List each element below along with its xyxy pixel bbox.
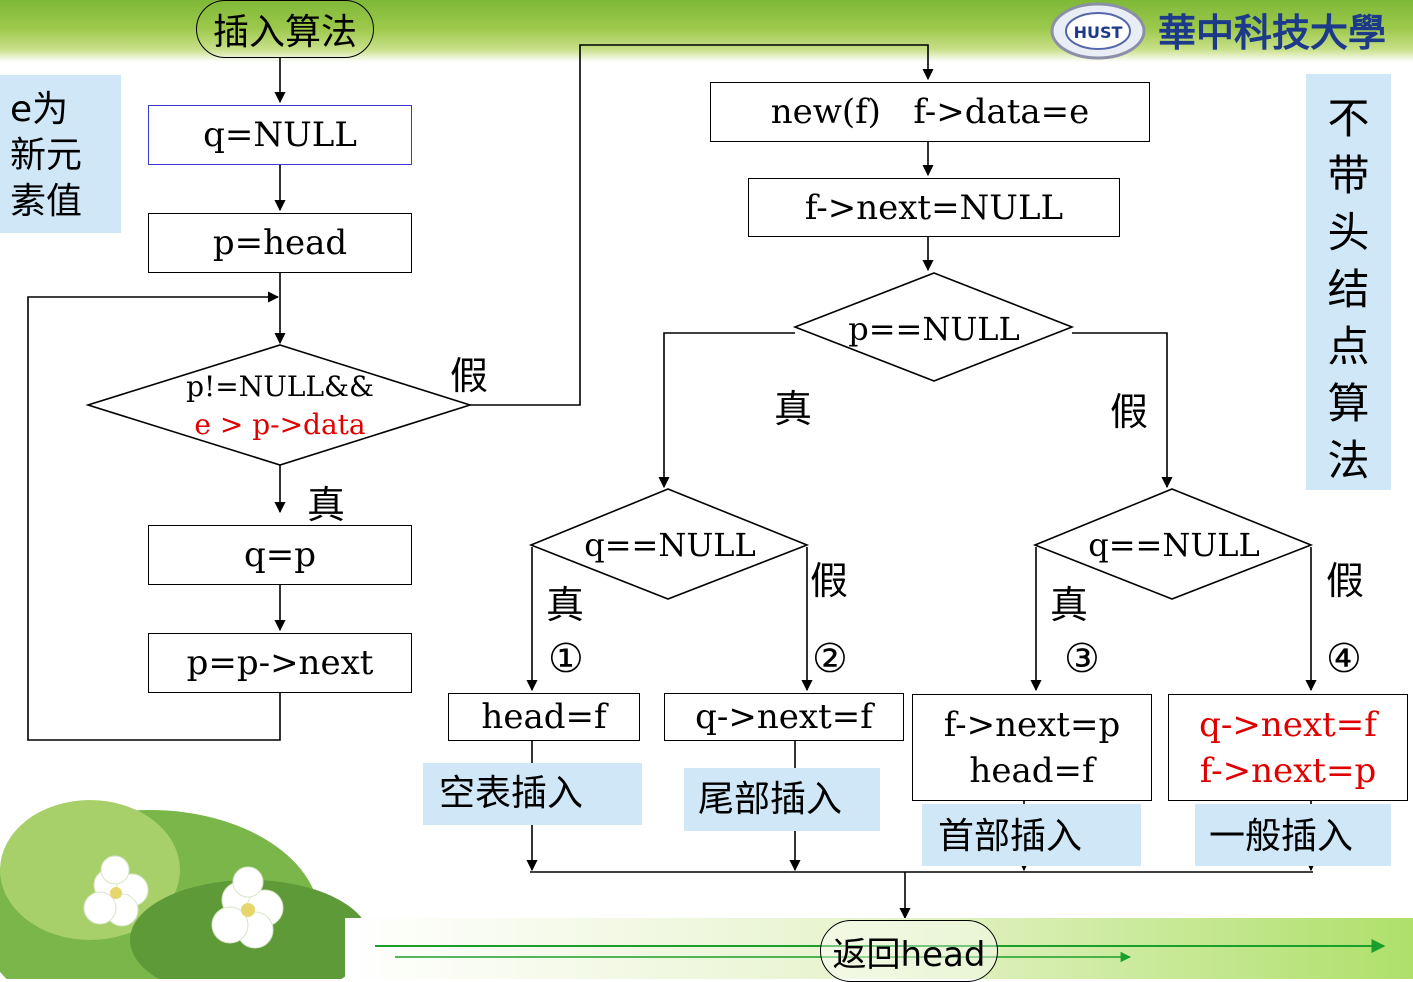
case-2-caption: 尾部插入 xyxy=(684,768,880,831)
loop-false-label: 假 xyxy=(450,354,489,398)
case-3-line: f->next=p xyxy=(943,704,1121,745)
loop-condition-line1: p!=NULL&& xyxy=(186,370,374,403)
loop-true-label: 真 xyxy=(307,483,346,527)
box-p-next-text: p=p->next xyxy=(186,643,374,683)
case-2-line: q->next=f xyxy=(695,697,873,737)
grass-banner xyxy=(0,0,1413,62)
case-4-line: f->next=p xyxy=(1199,750,1377,791)
return-label: 返回head xyxy=(832,934,986,975)
left-note-line: 新元 xyxy=(10,135,83,176)
right-note-char: 不 xyxy=(1327,94,1370,143)
q-left-false-label: 假 xyxy=(810,559,849,603)
box-p-head-text: p=head xyxy=(212,223,348,263)
box-p-head: p=head xyxy=(148,213,412,273)
loop-condition-line2: e > p->data xyxy=(194,408,366,441)
cond-q-null-right-text: q==NULL xyxy=(1088,526,1260,564)
box-q-p-text: q=p xyxy=(243,535,317,575)
right-note-char: 头 xyxy=(1327,208,1370,257)
q-left-true-label: 真 xyxy=(546,583,585,627)
decision-q-null-right-diamond xyxy=(1032,488,1314,600)
case-3-line: head=f xyxy=(969,750,1095,791)
box-new-f-text: new(f) f->data=e xyxy=(770,92,1090,132)
title-pill: 插入算法 xyxy=(196,0,374,58)
box-p-next: p=p->next xyxy=(148,633,412,693)
cond-p-null-text: p==NULL xyxy=(848,310,1020,348)
p-null-true-label: 真 xyxy=(774,387,813,431)
page-title: 插入算法 xyxy=(212,12,357,53)
left-note-line: 素值 xyxy=(10,181,83,222)
return-pill: 返回head xyxy=(820,920,998,982)
university-logo: HUST 華中科技大學 xyxy=(1050,2,1386,60)
case-number-2: ② xyxy=(812,636,848,682)
case-4-caption: 一般插入 xyxy=(1195,804,1391,866)
right-note-char: 结 xyxy=(1327,265,1370,314)
case-4-box: q->next=f f->next=p xyxy=(1168,694,1408,801)
case-3-box: f->next=p head=f xyxy=(912,694,1152,801)
decision-p-null-diamond xyxy=(792,272,1075,382)
decision-loop-diamond xyxy=(85,344,473,466)
right-note-char: 法 xyxy=(1327,436,1370,485)
case-2-box: q->next=f xyxy=(664,693,904,741)
right-note: 不 带 头 结 点 算 法 xyxy=(1306,74,1391,490)
svg-text:HUST: HUST xyxy=(1074,23,1123,42)
box-q-p: q=p xyxy=(148,525,412,585)
box-f-next-null: f->next=NULL xyxy=(748,178,1120,237)
footer-bar xyxy=(345,918,1413,979)
decision-q-null-left-diamond xyxy=(528,488,810,600)
right-note-char: 算 xyxy=(1327,379,1370,428)
case-number-3: ③ xyxy=(1064,636,1100,682)
q-right-false-label: 假 xyxy=(1326,559,1365,603)
box-q-null: q=NULL xyxy=(148,105,412,165)
case-1-box: head=f xyxy=(448,693,640,741)
p-null-false-label: 假 xyxy=(1110,390,1149,434)
case-number-4: ④ xyxy=(1326,636,1362,682)
case-number-1: ① xyxy=(548,636,584,682)
box-q-null-text: q=NULL xyxy=(203,115,357,155)
left-note-line: e为 xyxy=(10,89,69,130)
right-note-char: 带 xyxy=(1327,151,1370,200)
box-new-f: new(f) f->data=e xyxy=(710,82,1150,142)
box-f-next-null-text: f->next=NULL xyxy=(804,187,1064,228)
cond-q-null-left-text: q==NULL xyxy=(584,526,756,564)
q-right-true-label: 真 xyxy=(1050,583,1089,627)
school-name: 華中科技大學 xyxy=(1158,10,1386,55)
left-note: e为 新元 素值 xyxy=(0,75,121,233)
flower-decoration xyxy=(0,800,370,979)
case-1-line: head=f xyxy=(481,697,607,737)
right-note-char: 点 xyxy=(1327,322,1370,371)
case-4-line: q->next=f xyxy=(1199,704,1377,745)
case-1-caption: 空表插入 xyxy=(423,763,642,825)
case-3-caption: 首部插入 xyxy=(922,804,1141,866)
